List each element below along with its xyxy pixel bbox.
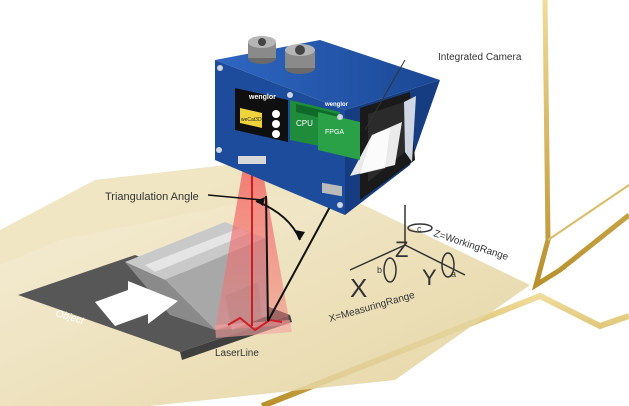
rot-a-label: a — [451, 269, 456, 279]
model-badge: weCat3D — [241, 117, 262, 123]
triangulation-ray — [267, 191, 339, 322]
angle-arrow-icon — [295, 230, 305, 240]
triangulation-angle-label: Triangulation Angle — [105, 191, 199, 203]
triangulation-leader — [207, 194, 263, 201]
connector-right — [285, 44, 315, 74]
brand-label: wenglor — [248, 94, 276, 101]
cpu-label: CPU — [296, 119, 313, 128]
x-axis-label: X — [350, 273, 367, 303]
y-axis-label: Y — [422, 265, 437, 290]
z-axis-label: Z — [395, 237, 408, 262]
connector-left — [248, 36, 276, 64]
sensor-housing — [215, 40, 440, 215]
direction-arrow-icon — [95, 281, 178, 326]
rot-b-label: b — [377, 265, 382, 275]
camera-leader — [364, 59, 406, 131]
laser-ray — [265, 195, 269, 322]
rot-c-label: c — [417, 224, 422, 234]
fpga-label: FPGA — [325, 129, 344, 136]
laser-line-mark — [227, 316, 283, 332]
coordinate-system — [349, 205, 466, 283]
brand-label-right: wenglor — [324, 102, 349, 108]
angle-arrow-icon-2 — [256, 197, 265, 206]
integrated-camera-label: Integrated Camera — [438, 52, 522, 63]
laser-line-label: LaserLine — [215, 348, 259, 359]
